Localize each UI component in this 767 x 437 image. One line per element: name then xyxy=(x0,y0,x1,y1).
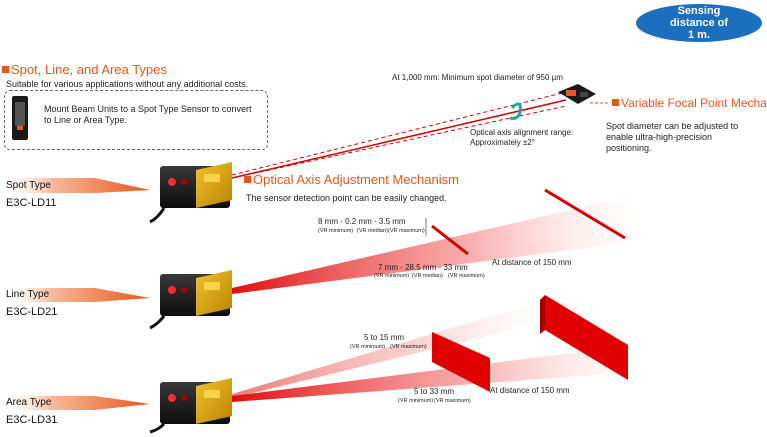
optical-axis-text: The sensor detection point can be easily… xyxy=(246,193,447,203)
area-rect-far xyxy=(545,295,628,380)
sensing-distance-badge: Sensing distance of 1 m. xyxy=(636,4,762,42)
line-far-min: (VR minimum) xyxy=(374,273,410,279)
optical-axis-heading: Optical Axis Adjustment Mechanism xyxy=(244,172,459,187)
area-far-max: (VR maximum) xyxy=(434,398,471,404)
spot-laser-dashed-upper xyxy=(231,91,567,176)
area-type-label: Area Type xyxy=(6,397,52,408)
sensor-area xyxy=(149,378,232,434)
line-near-min: (VR minimum) xyxy=(318,228,354,234)
callout-text: Mount Beam Units to a Spot Type Sensor t… xyxy=(44,104,252,125)
variable-focal-heading: Variable Focal Point Mechanism xyxy=(612,96,767,110)
area-rect-near xyxy=(432,332,490,392)
area-beam xyxy=(232,345,635,402)
area-near-min: (VR minimum) xyxy=(350,344,386,350)
area-near-dims: 5 to 15 mm xyxy=(364,333,405,342)
area-near-max: (VR maximum) xyxy=(390,344,427,350)
sensor-spot xyxy=(149,162,232,224)
alignment-arrow xyxy=(509,102,522,120)
variable-focal-heading-text: Variable Focal Point Mechanism xyxy=(621,96,767,110)
spot-type-label: Spot Type xyxy=(6,180,51,191)
line-type-tab xyxy=(0,288,150,302)
heading-bullet-icon xyxy=(2,66,9,73)
spot-type-model: E3C-LD11 xyxy=(6,197,57,209)
beam-unit-icon xyxy=(12,96,28,140)
line-near-max: (VR maximum) xyxy=(388,228,425,234)
optical-axis-heading-text: Optical Axis Adjustment Mechanism xyxy=(253,172,459,187)
line-far-dims: 7 mm - 28.5 mm - 33 mm xyxy=(378,263,468,272)
line-type-model: E3C-LD21 xyxy=(6,306,58,318)
area-rect-far-edge xyxy=(540,295,545,334)
area-distance: At distance of 150 mm xyxy=(490,386,570,395)
focal-module xyxy=(558,84,596,104)
spot-laser-solid xyxy=(231,99,567,179)
spot-laser-dashed-lower xyxy=(231,105,567,179)
alignment-range-line2: Approximately ±2° xyxy=(470,138,535,147)
line-far-med: (VR median) xyxy=(412,273,443,279)
spot-type-tab xyxy=(0,178,150,193)
line-near-med: (VR median) xyxy=(357,228,388,234)
area-type-model: E3C-LD31 xyxy=(6,414,58,426)
area-beam-upper xyxy=(232,300,545,398)
spot-line-area-subtext: Suitable for various applications withou… xyxy=(6,79,249,89)
heading-bullet-icon xyxy=(612,99,619,106)
line-mark-near xyxy=(431,224,469,256)
area-type-tab xyxy=(0,396,150,410)
spot-diameter-note: At 1,000 mm: Minimum spot diameter of 95… xyxy=(392,73,563,82)
line-distance: At distance of 150 mm xyxy=(492,258,572,267)
line-type-label: Line Type xyxy=(6,289,50,300)
area-far-min: (VR minimum) xyxy=(398,398,434,404)
area-far-dims: 5 to 33 mm xyxy=(414,387,455,396)
callout-box xyxy=(4,90,268,150)
line-far-max: (VR maximum) xyxy=(448,273,485,279)
sensor-line xyxy=(149,270,232,330)
spot-line-area-heading: Spot, Line, and Area Types xyxy=(2,62,167,77)
badge-line1: Sensing xyxy=(677,5,721,17)
spot-line-area-heading-text: Spot, Line, and Area Types xyxy=(11,62,167,77)
line-near-dims: 8 mm - 0.2 mm - 3.5 mm xyxy=(318,217,406,226)
line-mark-far xyxy=(544,188,626,240)
badge-line3: 1 m. xyxy=(687,29,710,41)
alignment-range-line1: Optical axis alignment range: xyxy=(470,128,574,137)
line-beam xyxy=(232,196,632,294)
badge-line2: distance of xyxy=(669,17,729,29)
variable-focal-text: Spot diameter can be adjusted to enable … xyxy=(606,121,739,153)
heading-bullet-icon xyxy=(244,176,251,183)
